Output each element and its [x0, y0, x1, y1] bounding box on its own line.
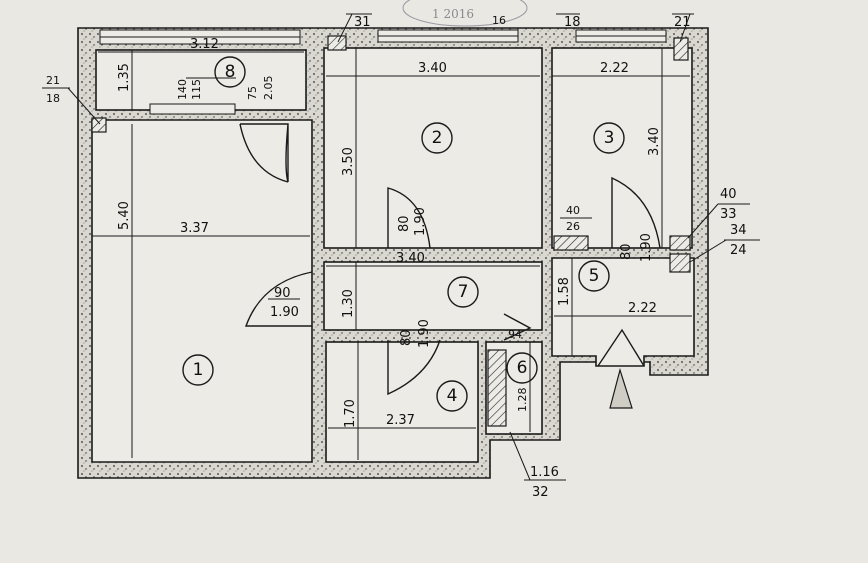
- room-3-area: [551, 47, 693, 249]
- room-label-2: 2: [421, 122, 453, 154]
- svg-text:4: 4: [447, 386, 458, 406]
- room-7-area: [323, 261, 543, 331]
- vent-room3-left: [553, 235, 589, 251]
- svg-text:6: 6: [517, 358, 528, 378]
- dim-5-40: 5.40: [117, 201, 132, 230]
- room-label-6: 6: [506, 352, 538, 384]
- frac-40-b: 40: [720, 187, 737, 202]
- frac-r4-80: 80: [399, 329, 414, 346]
- frac-21: 21: [46, 74, 60, 87]
- frac-r2-80: 80: [397, 215, 412, 232]
- dim-2-22-hall: 2.22: [628, 301, 657, 316]
- frac-r4-1-90: 1.90: [417, 319, 432, 348]
- doors: [239, 123, 661, 396]
- dim-1-35: 1.35: [117, 63, 132, 92]
- frac-90: 90: [274, 286, 291, 301]
- vent-shafts: [91, 35, 691, 427]
- svg-text:5: 5: [589, 266, 600, 286]
- svg-text:3: 3: [604, 128, 615, 148]
- vent-top-right: [673, 37, 689, 61]
- frac-75: 75: [246, 86, 259, 100]
- room-label-4: 4: [436, 380, 468, 412]
- room-label-3: 3: [593, 122, 625, 154]
- frac-r3-1-90: 1.90: [639, 233, 654, 262]
- vent-top-left: [327, 35, 347, 51]
- room-shapes: [91, 47, 695, 463]
- dim-3-50: 3.50: [341, 147, 356, 176]
- svg-text:2: 2: [432, 128, 443, 148]
- dim-3-40-hall: 3.40: [396, 251, 425, 266]
- vent-room3-right-b: [669, 253, 691, 273]
- room-label-8: 8: [214, 56, 246, 88]
- room-label-1: 1: [182, 354, 214, 386]
- dim-2-37: 2.37: [386, 413, 415, 428]
- frac-1-90: 1.90: [270, 305, 299, 320]
- dim-3-37: 3.37: [180, 221, 209, 236]
- dim-3-40-top: 3.40: [418, 61, 447, 76]
- vent-room1: [91, 117, 107, 133]
- fraction-labels: 140 115 75 2.05 80 1.90 80 1.90 90 1.90 …: [46, 74, 747, 500]
- frac-32: 32: [532, 485, 549, 500]
- top-label-21: 21: [674, 15, 691, 30]
- leader-lines: [42, 13, 760, 300]
- dim-1-58: 1.58: [557, 277, 572, 306]
- stamp-text: 1 2016: [432, 7, 474, 21]
- top-label-31: 31: [354, 15, 371, 30]
- room-label-5: 5: [578, 260, 610, 292]
- frac-2-05: 2.05: [262, 76, 275, 101]
- vent-room6: [487, 349, 507, 427]
- dimension-lines: [92, 48, 692, 481]
- room-4-area: [325, 341, 479, 463]
- top-label-16: 16: [492, 14, 506, 27]
- vent-room3-right-a: [669, 235, 691, 251]
- svg-text:1: 1: [193, 360, 204, 380]
- room-labels: 1 2 3 4 5 6 7 8: [182, 56, 625, 412]
- stamp-mark: 1 2016: [402, 0, 528, 27]
- frac-34: 34: [730, 223, 747, 238]
- frac-r3-80: 80: [619, 243, 634, 260]
- frac-1-16: 1.16: [530, 465, 559, 480]
- dim-1-28: 1.28: [516, 388, 529, 413]
- frac-115: 115: [190, 79, 203, 100]
- frac-18: 18: [46, 92, 60, 105]
- top-label-18: 18: [564, 15, 581, 30]
- svg-text:8: 8: [225, 62, 236, 82]
- room-label-7: 7: [447, 276, 479, 308]
- frac-33: 33: [720, 207, 737, 222]
- frac-40-a: 40: [566, 204, 580, 217]
- dim-2-22-top: 2.22: [600, 61, 629, 76]
- room-1-area: [91, 119, 313, 463]
- frac-26: 26: [566, 220, 580, 233]
- room-2-area: [323, 47, 543, 249]
- top-labels: 31 16 18 21: [354, 14, 691, 30]
- dim-1-30: 1.30: [341, 289, 356, 318]
- frac-24: 24: [730, 243, 747, 258]
- room-5-area: [551, 257, 695, 367]
- dim-1-70: 1.70: [343, 399, 358, 428]
- windows: [99, 29, 667, 115]
- frac-94: 94: [508, 328, 522, 341]
- room-8-area: [95, 49, 307, 111]
- entrance-arrow-icon: [609, 367, 633, 409]
- frac-r2-1-90: 1.90: [413, 207, 428, 236]
- frac-140: 140: [176, 79, 189, 100]
- dim-3-12: 3.12: [190, 37, 219, 52]
- svg-text:7: 7: [458, 282, 469, 302]
- dimension-labels: 3.12 1.35 5.40 3.37 3.40 3.50 2.22 3.40 …: [117, 37, 662, 428]
- dim-3-40-vert: 3.40: [647, 127, 662, 156]
